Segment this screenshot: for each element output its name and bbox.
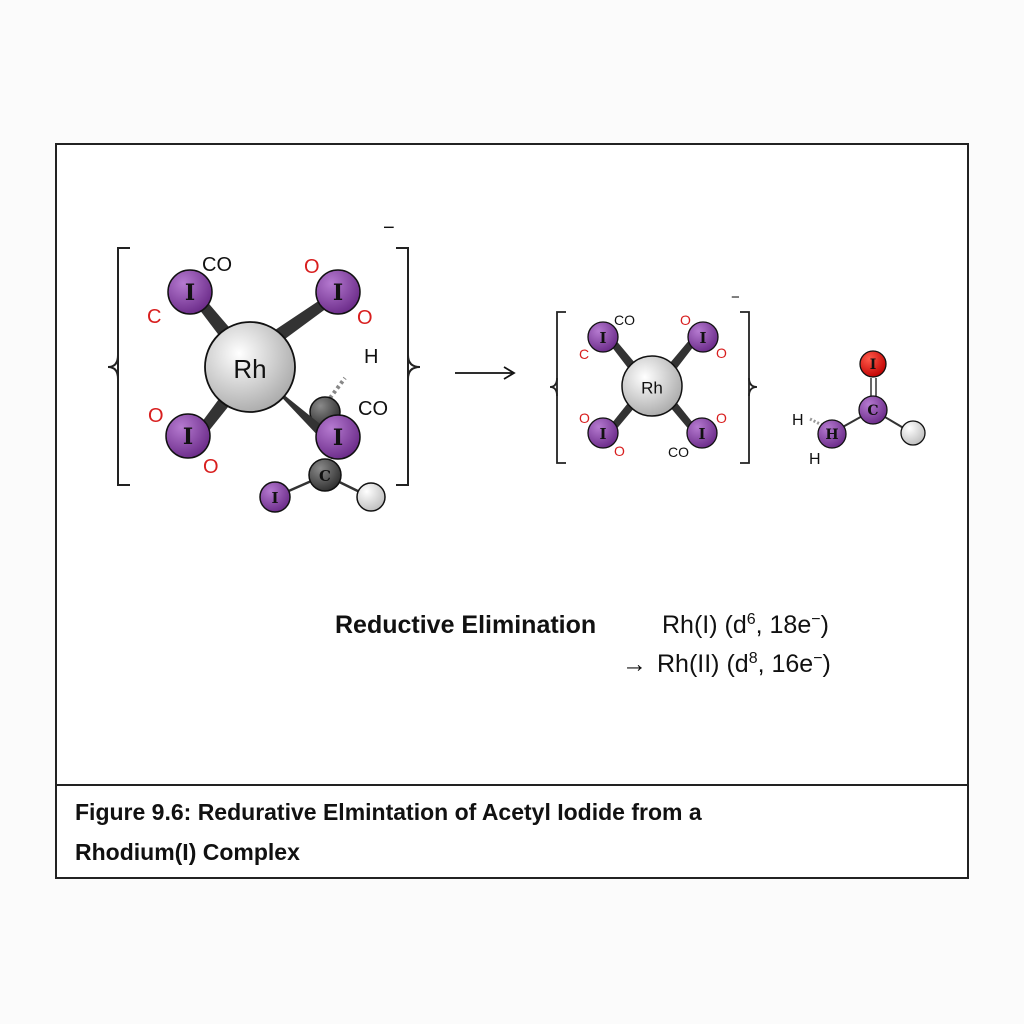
oxygen-label: O bbox=[357, 307, 373, 329]
iodine-atom: I bbox=[315, 414, 361, 460]
oxygen-label: O bbox=[304, 256, 320, 278]
svg-text:I: I bbox=[185, 280, 195, 306]
iodine-atom: I bbox=[315, 269, 361, 315]
svg-text:I: I bbox=[333, 280, 343, 306]
iodine-atom: I bbox=[686, 417, 718, 449]
left-bracket bbox=[117, 247, 130, 486]
oxygen-label: O bbox=[680, 312, 691, 328]
hydrogen-label: H bbox=[792, 412, 804, 429]
oxygen-label: O bbox=[614, 443, 625, 459]
carbon-label: C bbox=[579, 346, 589, 362]
hydrogen-label: H bbox=[364, 346, 378, 368]
figure-caption-line1: Figure 9.6: Redurative Elmintation of Ac… bbox=[75, 799, 702, 825]
svg-text:I: I bbox=[698, 425, 705, 443]
iodine-atom: I bbox=[167, 269, 213, 315]
right-bracket bbox=[740, 311, 750, 464]
left-brace bbox=[549, 377, 558, 397]
iodine-atom: I bbox=[165, 413, 211, 459]
carbon-label: C bbox=[147, 306, 161, 328]
oxygen-label: O bbox=[579, 410, 590, 426]
bond-wedge bbox=[270, 385, 330, 440]
hydrogen-atom bbox=[356, 482, 386, 512]
iodine-atom: I bbox=[259, 481, 291, 513]
product-complex: − Rh I I I I CO C O O O O CO O bbox=[549, 289, 758, 464]
co-label: CO bbox=[358, 398, 388, 420]
hashed-bond bbox=[328, 376, 347, 400]
charge-label: − bbox=[731, 289, 740, 306]
oxygen-label: O bbox=[716, 345, 727, 361]
rhodium-atom bbox=[204, 321, 296, 413]
right-brace bbox=[748, 377, 758, 397]
oxygen-label: O bbox=[148, 405, 164, 427]
methyl-atom: H bbox=[817, 419, 847, 449]
figure-frame bbox=[55, 143, 969, 879]
carbon-atom: C bbox=[308, 458, 342, 492]
svg-text:H: H bbox=[825, 427, 838, 443]
oxygen-label: O bbox=[203, 456, 219, 478]
svg-text:I: I bbox=[870, 357, 877, 373]
svg-text:I: I bbox=[599, 425, 606, 443]
co-label: CO bbox=[202, 254, 232, 276]
left-bracket bbox=[556, 311, 566, 464]
reaction-arrow bbox=[455, 366, 516, 380]
iodine-atom: I bbox=[687, 321, 719, 353]
rhodium-label: Rh bbox=[233, 354, 266, 384]
left-brace bbox=[107, 354, 119, 380]
hydrogen-atom bbox=[900, 420, 926, 446]
oxidation-state-after: →Rh(II) (d8, 16e−) bbox=[622, 650, 831, 678]
iodine-atom: I bbox=[859, 350, 887, 378]
svg-text:C: C bbox=[867, 403, 878, 419]
oxidation-state-before: Rh(I) (d6, 18e−) bbox=[662, 611, 829, 639]
svg-text:I: I bbox=[599, 329, 606, 347]
co-label: CO bbox=[668, 444, 689, 460]
svg-text:I: I bbox=[183, 424, 193, 450]
iodine-atom: I bbox=[587, 417, 619, 449]
svg-text:I: I bbox=[271, 489, 278, 507]
svg-text:I: I bbox=[699, 329, 706, 347]
hydrogen-label: H bbox=[809, 451, 821, 468]
charge-label: − bbox=[383, 217, 395, 239]
rhodium-label: Rh bbox=[641, 379, 663, 398]
svg-text:C: C bbox=[319, 467, 331, 485]
figure-caption-line2: Rhodium(I) Complex bbox=[75, 839, 300, 865]
iodine-atom: I bbox=[587, 321, 619, 353]
co-label: CO bbox=[614, 312, 635, 328]
carbon-atom: C bbox=[858, 395, 888, 425]
right-bracket bbox=[396, 247, 409, 486]
svg-text:I: I bbox=[333, 425, 343, 451]
oxygen-label: O bbox=[716, 410, 727, 426]
reactant-complex: − Rh I I I I C I CO C O O H CO O O bbox=[107, 217, 421, 513]
rhodium-atom bbox=[621, 355, 683, 417]
acetyl-iodide-molecule: I C H H H bbox=[792, 350, 926, 468]
right-brace bbox=[407, 354, 421, 380]
reaction-title: Reductive Elimination bbox=[335, 611, 596, 639]
